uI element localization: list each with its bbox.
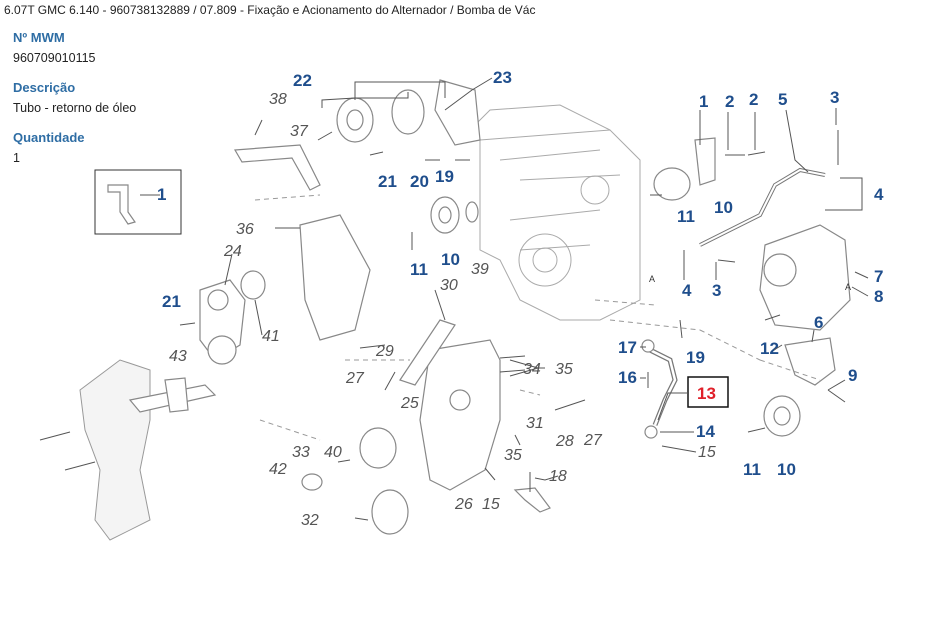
description-label: Descrição [13, 80, 76, 95]
callout-16: 16 [618, 368, 637, 387]
callout-8: 8 [874, 287, 883, 306]
callout-24: 24 [223, 243, 242, 260]
callout-5: 5 [778, 90, 787, 109]
pulleys [240, 79, 801, 535]
callout-39: 39 [471, 261, 489, 278]
callout-26: 26 [454, 496, 473, 513]
callout-36: 36 [236, 221, 254, 238]
callout-23: 23 [493, 68, 512, 87]
callout-2: 2 [725, 92, 734, 111]
callout-22: 22 [293, 71, 312, 90]
callout-17: 17 [618, 338, 637, 357]
callout-29: 29 [375, 343, 394, 360]
callout-1b: 1 [699, 92, 708, 111]
alternator-drawing [694, 137, 851, 386]
callouts: 1 1 2 2 3 3 4 4 5 6 7 8 9 10 10 10 11 11… [157, 68, 884, 529]
callout-43: 43 [169, 348, 187, 365]
callout-31: 31 [526, 415, 544, 432]
callout-1: 1 [157, 185, 166, 204]
mwm-number-value: 960709010115 [13, 51, 96, 65]
callout-35b: 35 [504, 447, 522, 464]
callout-15b: 15 [482, 496, 500, 513]
page-title: 6.07T GMC 6.140 - 960738132889 / 07.809 … [4, 3, 536, 17]
callout-2b: 2 [749, 90, 758, 109]
callout-10b: 10 [441, 250, 460, 269]
callout-11b: 11 [410, 260, 428, 279]
callout-10c: 10 [777, 460, 796, 479]
callout-38: 38 [269, 91, 287, 108]
callout-7: 7 [874, 267, 883, 286]
callout-21b: 21 [162, 292, 181, 311]
bracket-37 [233, 144, 371, 341]
callout-32: 32 [301, 512, 319, 529]
callout-15: 15 [698, 444, 716, 461]
callout-12: 12 [760, 339, 779, 358]
callout-4b: 4 [682, 281, 692, 300]
callout-14: 14 [696, 422, 715, 441]
callout-28: 28 [555, 433, 574, 450]
callout-27: 27 [345, 370, 365, 387]
callout-25: 25 [400, 395, 419, 412]
quantity-value: 1 [13, 151, 20, 165]
callout-19: 19 [686, 348, 705, 367]
callout-21: 21 [378, 172, 397, 191]
tensioner-24 [199, 279, 246, 365]
bolts [39, 119, 846, 521]
callout-11c: 11 [743, 460, 761, 479]
callout-leaders [140, 77, 869, 481]
engine-block-drawing [459, 104, 641, 321]
bracket-25 [399, 319, 501, 491]
callout-13-highlighted: 13 [697, 384, 716, 403]
callout-20: 20 [410, 172, 429, 191]
callout-9: 9 [848, 366, 857, 385]
mounting-bracket-left [79, 359, 217, 541]
description-value: Tubo - retorno de óleo [13, 101, 137, 115]
quantity-label: Quantidade [13, 130, 85, 145]
dashed-leaders [254, 194, 821, 441]
callout-19b: 19 [435, 167, 454, 186]
callout-4: 4 [874, 185, 884, 204]
callout-42: 42 [269, 461, 287, 478]
callout-33: 33 [292, 444, 310, 461]
callout-41: 41 [262, 328, 280, 345]
oil-pipes [513, 167, 826, 513]
callout-10: 10 [714, 198, 733, 217]
marker-a: A [649, 274, 655, 284]
callout-35: 35 [555, 361, 573, 378]
inset-part-1 [94, 169, 182, 235]
callout-40: 40 [324, 444, 342, 461]
callout-30: 30 [440, 277, 458, 294]
callout-37: 37 [290, 123, 309, 140]
callout-6: 6 [814, 313, 823, 332]
callout-3: 3 [830, 88, 839, 107]
callout-3b: 3 [712, 281, 721, 300]
callout-27b: 27 [583, 432, 603, 449]
highlight-box [687, 376, 729, 408]
marker-a-right: A [845, 282, 851, 292]
callout-11: 11 [677, 207, 695, 226]
mwm-number-label: Nº MWM [13, 30, 65, 45]
